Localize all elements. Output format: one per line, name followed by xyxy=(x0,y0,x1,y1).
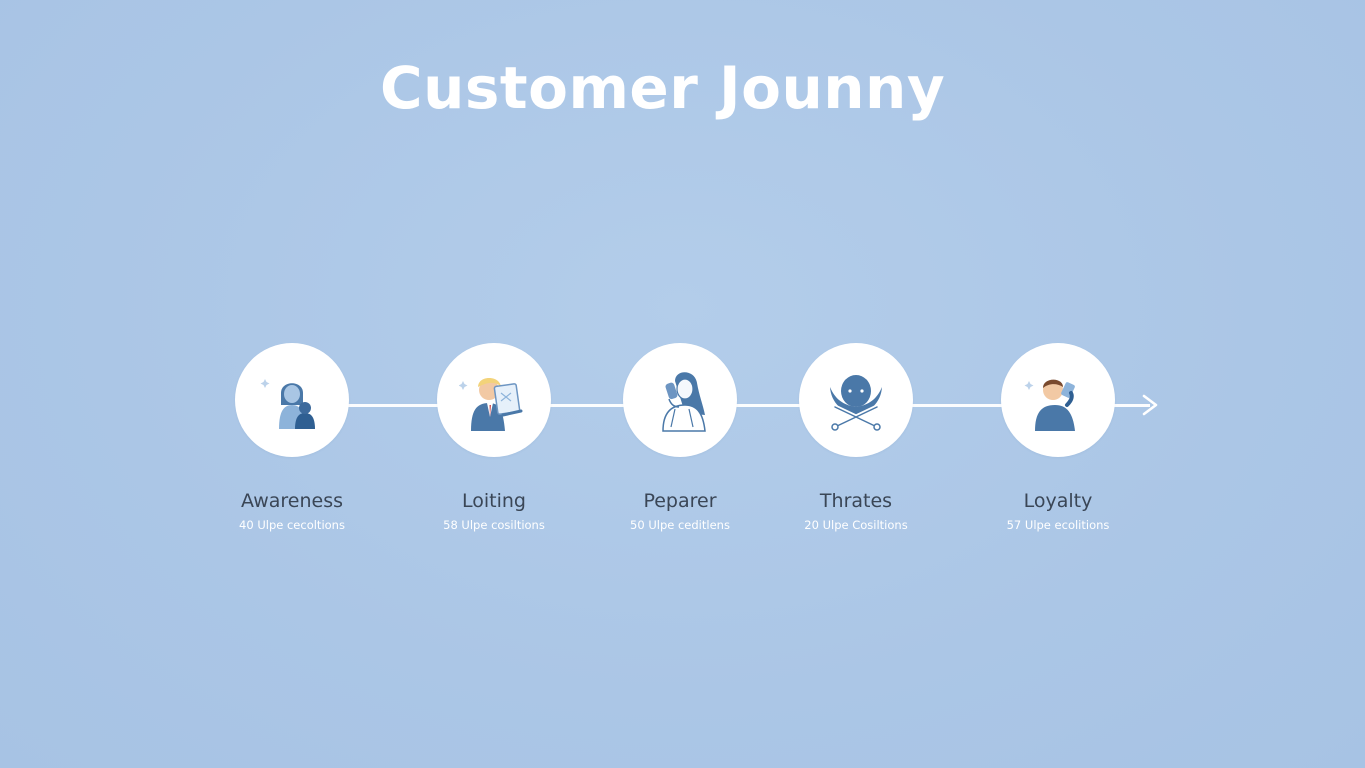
stage-awareness: Awareness 40 Ulpe cecoltions xyxy=(212,343,372,533)
page-title: Customer Jounny xyxy=(380,54,946,122)
stage-subtitle: 57 Ulpe ecolitions xyxy=(1006,518,1110,532)
man-with-document-icon xyxy=(459,378,523,431)
stage-subtitle: 58 Ulpe cosiltions xyxy=(443,518,545,532)
journey-connector-line xyxy=(348,404,1150,407)
stage-label: Loyalty xyxy=(1023,490,1093,512)
stage-circle xyxy=(1001,343,1115,457)
stage-loiting: Loiting 58 Ulpe cosiltions xyxy=(414,343,574,533)
arrow-right-icon xyxy=(1142,394,1158,416)
stage-label: Thrates xyxy=(819,490,893,512)
stage-circle xyxy=(437,343,551,457)
stage-label: Loiting xyxy=(462,490,526,512)
stage-subtitle: 40 Ulpe cecoltions xyxy=(239,518,345,532)
stage-subtitle: 20 Ulpe Cosiltions xyxy=(804,518,908,532)
stage-label: Awareness xyxy=(240,490,344,512)
figure-with-crossed-arms-icon xyxy=(830,375,882,431)
man-drinking-icon xyxy=(1024,379,1075,431)
stage-peparer: Peparer 50 Ulpe ceditlens xyxy=(600,343,760,533)
stage-circle xyxy=(623,343,737,457)
stage-thrates: Thrates 20 Ulpe Cosiltions xyxy=(776,343,936,533)
stage-label: Peparer xyxy=(643,490,717,512)
stage-subtitle: 50 Ulpe ceditlens xyxy=(630,518,730,532)
stage-circle xyxy=(235,343,349,457)
stage-loyalty: Loyalty 57 Ulpe ecolitions xyxy=(978,343,1138,533)
woman-with-child-icon xyxy=(260,379,315,429)
stage-circle xyxy=(799,343,913,457)
woman-on-phone-icon xyxy=(662,372,706,432)
